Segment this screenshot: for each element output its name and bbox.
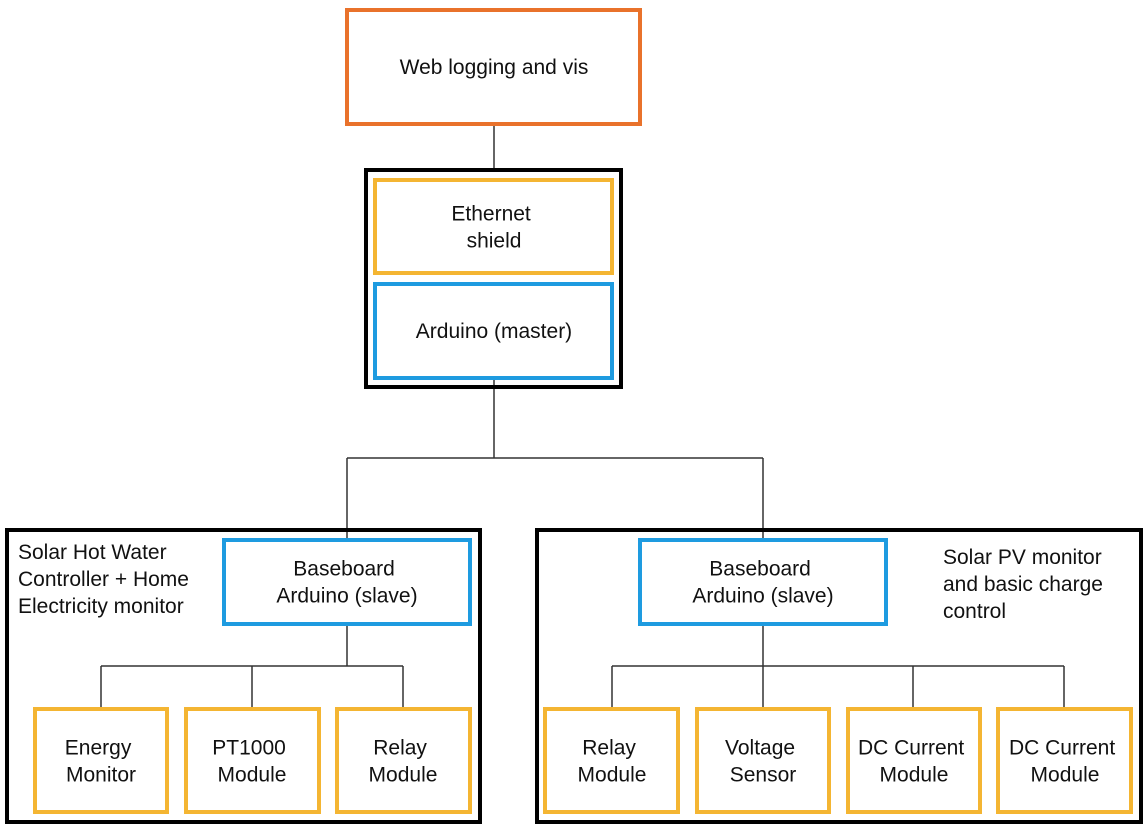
node-label-line: Baseboard (709, 557, 811, 580)
node-label-line: Ethernet (451, 202, 531, 225)
svg-text:Relay Module: Relay Module (578, 736, 647, 786)
svg-text:Energy Monitor: Energy Monitor (65, 736, 137, 786)
node-label-line: Module (369, 763, 438, 786)
caption-line: and basic charge (943, 573, 1103, 596)
arduino-master-node: Arduino (master) (373, 282, 614, 380)
left-relay-module-node: Relay Module (335, 707, 472, 814)
node-label-line: Module (880, 763, 949, 786)
node-label-line: Arduino (master) (416, 320, 572, 343)
node-label-line: Voltage (725, 736, 795, 759)
right-baseboard-arduino-slave-node: Baseboard Arduino (slave) (638, 538, 888, 626)
svg-text:Solar PV monitor and bas: Solar PV monitor and basic charge contro… (943, 546, 1109, 623)
left-group-caption: Solar Hot Water Controller + Home Electr… (18, 541, 195, 618)
dc-current-module-node: DC Current Module (846, 707, 982, 814)
node-label-line: Module (578, 763, 647, 786)
left-group-frame (5, 528, 482, 824)
dc-current-module-node: DC Current Module (996, 707, 1133, 814)
node-label-line: Module (218, 763, 287, 786)
svg-text:PT1000 Module: PT1000 Module (212, 736, 291, 786)
web-logging-node: Web logging and vis (345, 8, 642, 126)
connector-lines (100, 124, 1065, 709)
node-label-line: PT1000 (212, 736, 286, 759)
pt1000-module-node: PT1000 Module (184, 707, 321, 814)
right-group-frame (535, 528, 1143, 824)
svg-text:Web logging and vis: Web logging and vis (400, 56, 589, 79)
ethernet-shield-node: Ethernet shield (373, 178, 614, 275)
node-label-line: Monitor (66, 763, 136, 786)
node-label-line: Sensor (730, 763, 797, 786)
svg-text:Voltage Sensor: Voltage Sensor (725, 736, 801, 786)
right-relay-module-node: Relay Module (543, 707, 680, 814)
node-label-line: Web logging and vis (400, 56, 589, 79)
node-label-line: Relay (373, 736, 427, 759)
voltage-sensor-module-node: Voltage Sensor (695, 707, 831, 814)
caption-line: control (943, 600, 1006, 623)
node-label-line: Baseboard (293, 557, 395, 580)
node-label-line: shield (467, 229, 522, 252)
node-label-line: Module (1031, 763, 1100, 786)
svg-text:Ethernet shield: Ethernet shield (451, 202, 536, 252)
right-group-caption: Solar PV monitor and basic charge contro… (943, 546, 1109, 623)
node-label-line: Arduino (slave) (276, 584, 417, 607)
svg-text:Arduino (master): Arduino (master) (416, 320, 572, 343)
svg-text:Solar Hot Water Controll: Solar Hot Water Controller + Home Electr… (18, 541, 195, 618)
svg-text:DC Current Module: DC Current Module (1009, 736, 1121, 786)
node-label-line: Relay (582, 736, 636, 759)
caption-line: Solar PV monitor (943, 546, 1102, 569)
master-group-frame (364, 168, 623, 389)
node-label-line: DC Current (1009, 736, 1115, 759)
caption-line: Solar Hot Water (18, 541, 167, 564)
left-baseboard-arduino-slave-node: Baseboard Arduino (slave) (222, 538, 472, 626)
energy-monitor-module-node: Energy Monitor (33, 707, 169, 814)
node-label-line: Energy (65, 736, 132, 759)
node-label-line: Arduino (slave) (692, 584, 833, 607)
node-label-line: DC Current (858, 736, 964, 759)
svg-text:Baseboard Arduino (slave: Baseboard Arduino (slave) (692, 557, 833, 607)
caption-line: Controller + Home (18, 568, 189, 591)
svg-text:Baseboard Arduino (slave: Baseboard Arduino (slave) (276, 557, 417, 607)
svg-text:Relay Module: Relay Module (369, 736, 438, 786)
caption-line: Electricity monitor (18, 595, 184, 618)
svg-text:DC Current Module: DC Current Module (858, 736, 970, 786)
